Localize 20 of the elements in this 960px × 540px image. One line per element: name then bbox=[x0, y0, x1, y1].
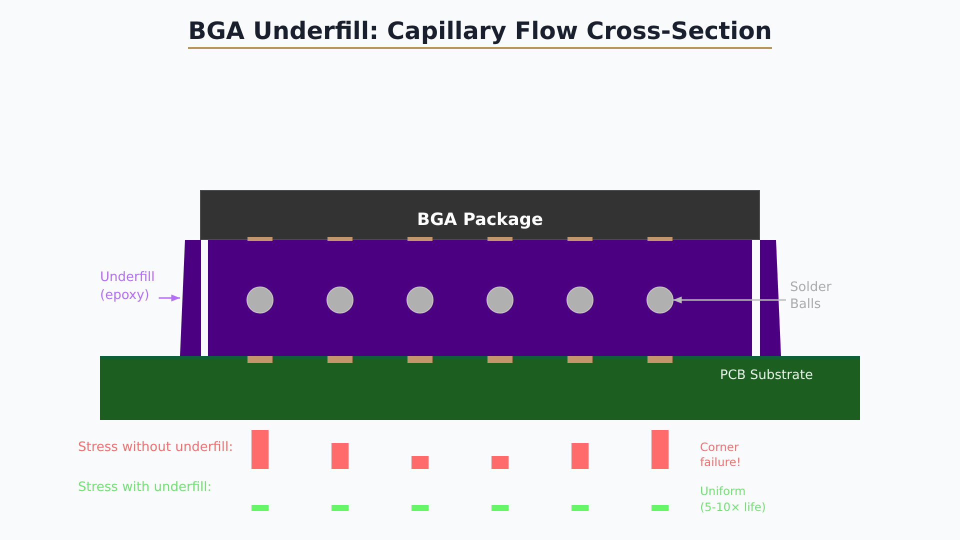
leader-arrow bbox=[158, 294, 180, 302]
leader-arrow bbox=[673, 296, 786, 304]
solder-ball bbox=[566, 286, 594, 314]
failure-note: Corner failure! bbox=[700, 440, 741, 470]
bga-package: BGA Package bbox=[200, 190, 760, 240]
solder-ball bbox=[406, 286, 434, 314]
solder-ball bbox=[326, 286, 354, 314]
stress-row-label: Stress without underfill: bbox=[78, 440, 233, 456]
underfill-layer bbox=[208, 240, 752, 356]
solder-ball bbox=[646, 286, 674, 314]
solder-balls-label: Solder Balls bbox=[790, 279, 832, 313]
solder-ball bbox=[246, 286, 274, 314]
pcb-substrate: PCB Substrate bbox=[100, 356, 860, 420]
stress-row-label: Stress with underfill: bbox=[78, 480, 212, 496]
result-note: Uniform (5-10× life) bbox=[700, 483, 767, 515]
underfill-fillet bbox=[180, 240, 201, 356]
solder-ball bbox=[486, 286, 514, 314]
diagram-title: BGA Underfill: Capillary Flow Cross-Section bbox=[188, 16, 772, 49]
underfill-fillet bbox=[760, 240, 781, 356]
underfill-label: Underfill (epoxy) bbox=[100, 269, 155, 305]
